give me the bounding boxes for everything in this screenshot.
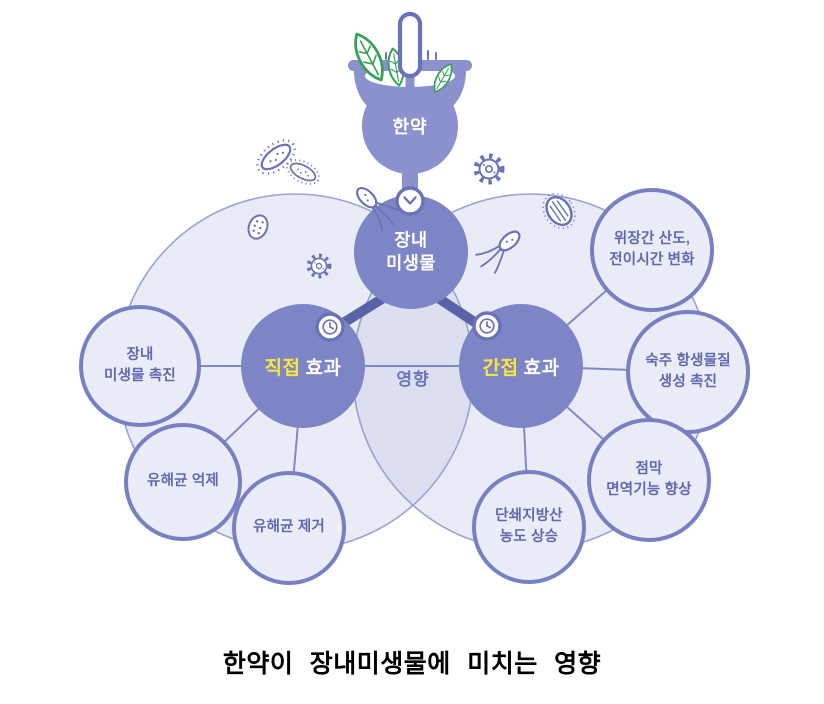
clock-icon [315,312,345,342]
down-chevron-icon [395,186,425,216]
spiky-bacteria-icon [282,154,324,190]
virus-icon [476,156,502,182]
hub-circle [354,195,468,309]
satellite-circles [79,188,750,585]
diagram-caption: 한약이 장내미생물에 미치는 영향 [222,650,602,678]
pestle-icon [397,11,423,79]
clock-icon [472,311,502,341]
mortar-and-herbs-icon [346,11,472,196]
direct-effect-circle [241,304,365,428]
